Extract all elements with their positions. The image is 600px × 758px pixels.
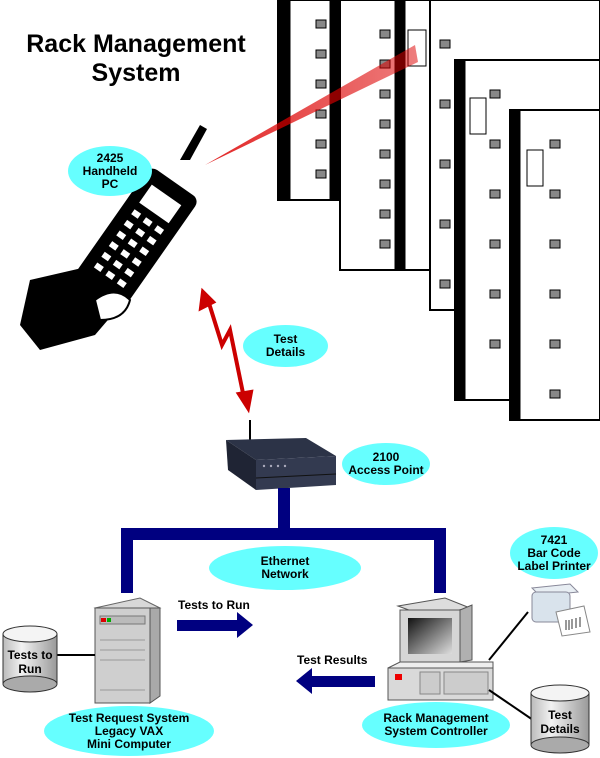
controller-label: Rack Management System Controller <box>362 702 510 748</box>
db-tests-line-1: Tests to <box>7 648 53 662</box>
database-tests-to-run-icon <box>2 625 58 693</box>
controller-line-2: System Controller <box>384 724 488 738</box>
test-details-link-label: Test Details <box>243 325 328 367</box>
ethernet-line-2: Network <box>261 567 309 581</box>
label-printer-icon <box>530 583 591 637</box>
db-tests-line-2: Run <box>18 662 42 676</box>
page-title: Rack Management System <box>0 30 272 88</box>
handheld-type-2: PC <box>101 176 119 191</box>
handheld-pc-label: 2425 Handheld PC <box>68 146 152 196</box>
handheld-type-1: Handheld <box>82 163 138 178</box>
access-point-label: 2100 Access Point <box>342 443 430 485</box>
access-point-type: Access Point <box>348 463 424 477</box>
access-point-model: 2100 <box>372 450 400 464</box>
laser-beam <box>205 45 418 165</box>
tower-server-icon <box>93 597 162 704</box>
handheld-model: 2425 <box>96 150 124 165</box>
handheld-scanner-icon <box>20 125 207 350</box>
tests-to-run-flow-label: Tests to Run <box>178 598 250 612</box>
db-details-line-1: Test <box>548 708 572 722</box>
server-racks-illustration <box>277 0 600 421</box>
access-point-icon <box>226 420 337 490</box>
printer-type-2: Label Printer <box>517 558 591 573</box>
legacy-line-1: Test Request System <box>68 710 190 725</box>
legacy-line-2: Legacy VAX <box>94 723 164 738</box>
title-line-1: Rack Management <box>26 30 246 58</box>
controller-line-1: Rack Management <box>383 711 489 725</box>
db-tests-to-run-label: Tests to Run <box>3 648 57 676</box>
test-results-flow-label: Test Results <box>297 653 368 667</box>
printer-model: 7421 <box>540 532 568 547</box>
printer-label: 7421 Bar Code Label Printer <box>510 527 598 579</box>
ethernet-bus <box>121 488 446 593</box>
printer-type-1: Bar Code <box>527 545 581 560</box>
wireless-link-icon <box>198 287 254 414</box>
ethernet-line-1: Ethernet <box>260 554 310 568</box>
db-test-details-label: Test Details <box>531 708 589 736</box>
test-details-line-2: Details <box>265 345 306 359</box>
legacy-line-3: Mini Computer <box>87 736 171 751</box>
arrow-left-icon <box>296 668 375 694</box>
arrow-right-icon <box>177 612 253 638</box>
legacy-system-label: Test Request System Legacy VAX Mini Comp… <box>44 706 214 756</box>
ethernet-network-label: Ethernet Network <box>209 546 361 590</box>
database-test-details-icon <box>530 684 590 754</box>
test-details-line-1: Test <box>273 332 298 346</box>
db-details-line-2: Details <box>540 722 580 736</box>
title-line-2: System <box>91 59 181 87</box>
desktop-pc-icon <box>387 597 494 701</box>
